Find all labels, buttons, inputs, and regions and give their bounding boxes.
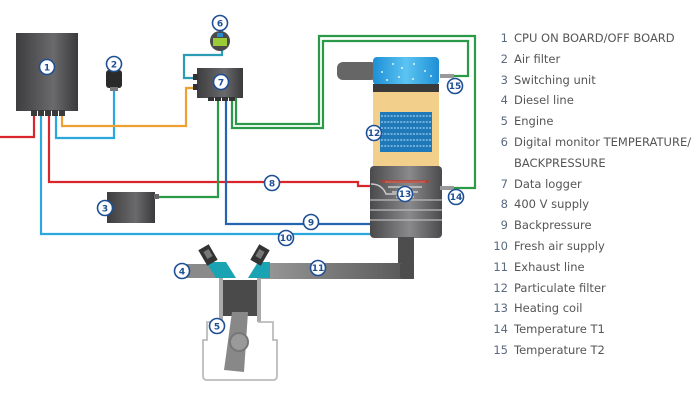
legend-number: 5 bbox=[500, 114, 508, 129]
legend-number: 6 bbox=[500, 134, 508, 149]
marker-2[interactable]: 2 bbox=[105, 55, 123, 73]
wire-backpressure bbox=[224, 98, 372, 226]
marker-9[interactable]: 9 bbox=[302, 213, 320, 231]
svg-text:9: 9 bbox=[308, 219, 314, 229]
svg-text:5: 5 bbox=[214, 323, 220, 333]
svg-text:14: 14 bbox=[450, 193, 463, 203]
legend-item: 14 Temperature T1 bbox=[490, 322, 700, 343]
svg-text:4: 4 bbox=[179, 268, 185, 278]
legend-item: 15 Temperature T2 bbox=[490, 343, 700, 364]
marker-8[interactable]: 8 bbox=[263, 174, 281, 192]
svg-text:2: 2 bbox=[111, 61, 117, 71]
legend-text: Digital monitor TEMPERATURE/ bbox=[514, 134, 692, 149]
legend-number: 9 bbox=[500, 218, 508, 233]
wire-switching-unit bbox=[158, 98, 220, 199]
legend-item: 11 Exhaust line bbox=[490, 260, 700, 281]
legend-number: 3 bbox=[500, 72, 508, 87]
marker-12[interactable]: 12 bbox=[365, 124, 383, 142]
marker-3[interactable]: 3 bbox=[96, 199, 114, 217]
legend-number: 7 bbox=[500, 176, 508, 191]
legend-number: 8 bbox=[500, 197, 508, 212]
legend-number: 4 bbox=[500, 93, 508, 108]
legend-item: 4 Diesel line bbox=[490, 93, 700, 114]
legend-item: 13 Heating coil bbox=[490, 301, 700, 322]
legend-item: 1 CPU ON BOARD/OFF BOARD bbox=[490, 31, 700, 52]
wire-400v-supply bbox=[47, 115, 370, 188]
legend-item: 7 Data logger bbox=[490, 177, 700, 198]
legend-item: 2 Air filter bbox=[490, 52, 700, 73]
marker-badges: 1 2 3 4 5 6 7 8 9 10 11 12 13 14 15 bbox=[38, 14, 465, 335]
filter-tower bbox=[337, 57, 454, 238]
marker-13[interactable]: 13 bbox=[396, 185, 414, 203]
legend: 1 CPU ON BOARD/OFF BOARD 2 Air filter 3 Swi… bbox=[490, 31, 700, 364]
svg-text:1: 1 bbox=[44, 64, 50, 74]
svg-text:3: 3 bbox=[102, 205, 108, 215]
legend-number: 11 bbox=[493, 259, 508, 274]
legend-number: 2 bbox=[500, 51, 508, 66]
legend-text: Backpressure bbox=[514, 218, 592, 233]
legend-number: 13 bbox=[493, 301, 508, 316]
legend-text: BACKPRESSURE bbox=[514, 155, 606, 170]
legend-text: Switching unit bbox=[514, 72, 596, 87]
marker-6[interactable]: 6 bbox=[211, 14, 229, 32]
svg-text:8: 8 bbox=[269, 180, 275, 190]
legend-item: 6 Digital monitor TEMPERATURE/ bbox=[490, 135, 700, 156]
marker-14[interactable]: 14 bbox=[447, 188, 465, 206]
marker-15[interactable]: 15 bbox=[446, 77, 464, 95]
legend-text: Data logger bbox=[514, 176, 582, 191]
legend-item-continuation: BACKPRESSURE bbox=[490, 156, 700, 177]
legend-text: Particulate filter bbox=[514, 280, 606, 295]
marker-7[interactable]: 7 bbox=[212, 73, 230, 91]
wire-air-filter bbox=[54, 88, 116, 140]
legend-text: Exhaust line bbox=[514, 259, 585, 274]
wire-fresh-air bbox=[39, 115, 372, 236]
legend-number: 1 bbox=[500, 31, 508, 45]
marker-5[interactable]: 5 bbox=[208, 317, 226, 335]
marker-1[interactable]: 1 bbox=[38, 58, 56, 76]
wire-cpu-logger bbox=[60, 86, 196, 128]
legend-text: Engine bbox=[514, 114, 554, 129]
legend-item: 9 Backpressure bbox=[490, 218, 700, 239]
legend-item: 8 400 V supply bbox=[490, 197, 700, 218]
exhaust-pipe bbox=[258, 237, 414, 279]
svg-text:10: 10 bbox=[280, 234, 293, 244]
marker-11[interactable]: 11 bbox=[309, 259, 327, 277]
legend-text: 400 V supply bbox=[514, 197, 590, 212]
svg-text:11: 11 bbox=[312, 264, 325, 274]
legend-text: Temperature T2 bbox=[514, 342, 605, 357]
digital-monitor bbox=[210, 31, 230, 51]
legend-text: Diesel line bbox=[514, 93, 574, 108]
svg-text:7: 7 bbox=[218, 79, 224, 89]
switching-unit bbox=[107, 192, 159, 223]
svg-text:6: 6 bbox=[217, 20, 223, 30]
legend-item: 12 Particulate filter bbox=[490, 281, 700, 302]
svg-text:15: 15 bbox=[449, 82, 462, 92]
legend-text: Air filter bbox=[514, 51, 561, 66]
legend-text: Temperature T1 bbox=[514, 322, 605, 337]
legend-item: 10 Fresh air supply bbox=[490, 239, 700, 260]
legend-number: 14 bbox=[493, 322, 508, 337]
wire-temp-t1 bbox=[234, 34, 477, 190]
air-filter bbox=[106, 70, 122, 91]
svg-text:13: 13 bbox=[399, 190, 412, 200]
legend-item: 5 Engine bbox=[490, 114, 700, 135]
legend-item: 3 Switching unit bbox=[490, 73, 700, 94]
legend-text: CPU ON BOARD/OFF BOARD bbox=[514, 31, 675, 45]
marker-4[interactable]: 4 bbox=[173, 262, 191, 280]
wire-400v-left bbox=[0, 115, 36, 139]
wire-temp-t2 bbox=[230, 39, 470, 130]
svg-text:12: 12 bbox=[368, 129, 381, 139]
legend-number: 12 bbox=[493, 280, 508, 295]
legend-text: Fresh air supply bbox=[514, 238, 605, 253]
legend-text: Heating coil bbox=[514, 301, 583, 316]
engine bbox=[180, 244, 278, 381]
marker-10[interactable]: 10 bbox=[277, 229, 295, 247]
system-diagram: 1 2 3 4 5 6 7 8 9 10 11 12 13 14 15 bbox=[0, 14, 477, 381]
legend-number: 10 bbox=[493, 238, 508, 253]
legend-number: 15 bbox=[493, 342, 508, 357]
